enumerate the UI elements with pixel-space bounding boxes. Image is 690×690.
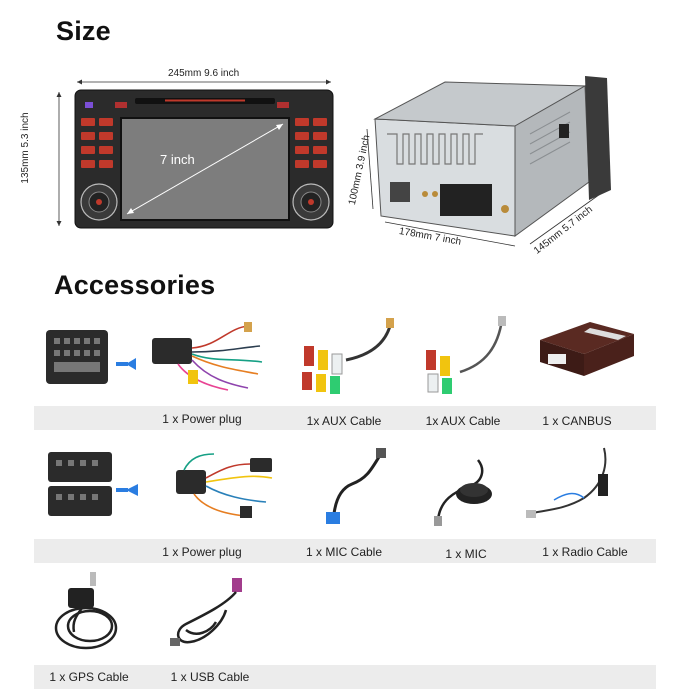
usb-cable-image xyxy=(166,574,256,654)
head-unit-rear-image xyxy=(345,64,630,264)
aux-cable-image-1 xyxy=(296,316,408,396)
accessory-label: 1 x GPS Cable xyxy=(49,670,129,684)
front-width-label: 245mm 9.6 inch xyxy=(168,68,240,79)
power-plug-image-1 xyxy=(148,318,268,396)
radio-cable-image xyxy=(524,444,620,528)
head-unit-front-image xyxy=(45,62,345,242)
mic-image xyxy=(430,450,500,528)
accessory-label: 1x AUX Cable xyxy=(425,414,501,428)
accessory-label: 1 x MIC xyxy=(445,547,487,561)
accessories-heading: Accessories xyxy=(54,270,216,300)
front-height-label: 135mm 5.3 inch xyxy=(20,112,31,184)
canbus-image xyxy=(534,318,638,382)
iso-connector-image-2 xyxy=(42,448,148,522)
aux-cable-image-2 xyxy=(416,316,516,396)
iso-connector-image xyxy=(42,326,142,390)
mic-cable-image xyxy=(312,444,396,528)
gps-cable-image xyxy=(46,566,136,658)
label-strip-row-3 xyxy=(34,665,656,689)
accessory-label: 1 x MIC Cable xyxy=(305,545,383,559)
label-strip-row-1 xyxy=(34,406,656,430)
accessory-label: 1x AUX Cable xyxy=(306,414,382,428)
accessory-label: 1 x CANBUS xyxy=(542,414,612,428)
accessory-label: 1 x Power plug xyxy=(162,412,242,426)
power-plug-image-2 xyxy=(154,448,284,524)
accessory-label: 1 x USB Cable xyxy=(170,670,250,684)
label-strip-row-2 xyxy=(34,539,656,563)
screen-diagonal-label: 7 inch xyxy=(160,152,195,167)
accessory-label: 1 x Power plug xyxy=(162,545,242,559)
accessory-label: 1 x Radio Cable xyxy=(542,545,628,559)
size-heading: Size xyxy=(56,16,111,46)
